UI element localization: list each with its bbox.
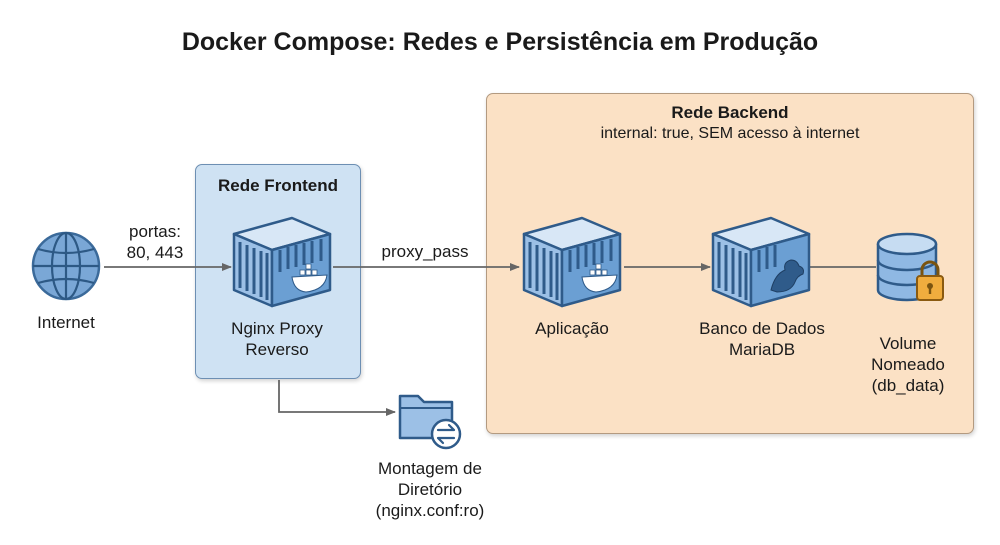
- arrow-nginx-to-mount: [278, 380, 396, 416]
- ports-label-line2: 80, 443: [126, 243, 184, 262]
- diagram-title: Docker Compose: Redes e Persistência em …: [181, 28, 819, 56]
- mount-label-line2: Diretório: [397, 480, 463, 499]
- nginx-label-line2: Reverso: [245, 340, 309, 359]
- ports-label-line1: portas:: [129, 222, 181, 241]
- mount-label-line3: (nginx.conf:ro): [375, 501, 485, 520]
- db-label-line2: MariaDB: [728, 340, 796, 359]
- folder-sync-icon: [398, 388, 464, 455]
- volume-label-line1: Volume: [879, 334, 937, 353]
- mount-label-line1: Montagem de: [378, 459, 482, 478]
- backend-zone-subtitle: internal: true, SEM acesso à internet: [600, 125, 860, 142]
- globe-icon: [30, 230, 102, 307]
- app-label: Aplicação: [535, 319, 609, 338]
- backend-zone-title: Rede Backend: [671, 103, 789, 122]
- db-label-line1: Banco de Dados: [699, 319, 825, 338]
- volume-label-line3: (db_data): [871, 376, 945, 395]
- internet-label: Internet: [37, 313, 95, 332]
- nginx-label-line1: Nginx Proxy: [231, 319, 323, 338]
- proxy-pass-label: proxy_pass: [381, 242, 469, 261]
- nginx-container-icon: [232, 212, 332, 315]
- database-lock-icon: [876, 232, 948, 311]
- volume-label-line2: Nomeado: [871, 355, 945, 374]
- frontend-zone-title: Rede Frontend: [218, 176, 338, 195]
- app-container-icon: [522, 212, 622, 315]
- mariadb-container-icon: [711, 212, 811, 315]
